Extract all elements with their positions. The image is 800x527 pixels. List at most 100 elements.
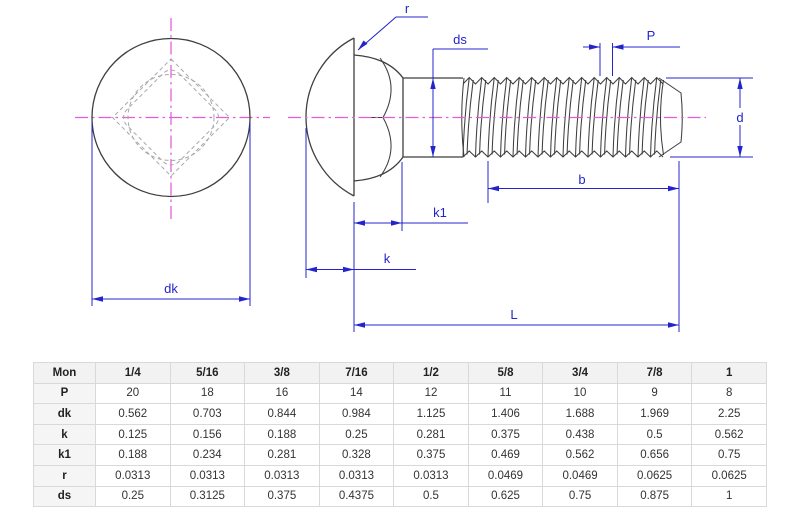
table-cell: 0.375	[467, 423, 544, 446]
table-cell: 0.281	[393, 423, 469, 446]
tip-last-thread	[660, 79, 665, 156]
table-cell: 0.188	[95, 444, 171, 466]
table-cell: 0.656	[616, 444, 693, 466]
table-cell: 0.625	[467, 485, 544, 508]
arrowhead	[589, 44, 600, 50]
table-cell: 0.25	[318, 423, 395, 446]
bolt-side-view: r ds P	[288, 1, 753, 332]
table-cell: 0.0313	[169, 464, 246, 487]
table-cell: 16	[244, 382, 320, 405]
neck-corner-arc-bottom	[379, 117, 392, 178]
table-cell: 0.562	[542, 444, 618, 466]
table-cell: 18	[169, 382, 246, 405]
l-dimension: L	[353, 161, 680, 332]
table-cell: 1.688	[542, 403, 618, 425]
head-front-view: dk	[75, 18, 270, 306]
arrowhead	[737, 78, 743, 89]
k-dimension: k	[305, 128, 416, 278]
square-neck-hidden-outline	[111, 58, 231, 177]
table-cell: 0.5	[393, 485, 469, 508]
r-dimension: r	[357, 1, 428, 51]
table-header-cell: 5/8	[467, 362, 544, 384]
table-cell: 0.5	[616, 423, 693, 446]
arrowhead	[92, 296, 103, 302]
table-cell: 0.0469	[467, 464, 544, 487]
table-header-cell: 3/4	[542, 362, 618, 384]
neck-corner-arc-top	[379, 57, 392, 118]
table-row-label: dk	[33, 403, 96, 425]
table-cell: 0.281	[244, 444, 320, 466]
table-cell: 0.0625	[691, 464, 767, 487]
arrowhead	[668, 185, 679, 192]
table-cell: 9	[616, 382, 693, 405]
arrowhead	[343, 266, 354, 273]
arrowhead	[488, 185, 499, 192]
table-cell: 0.0625	[616, 464, 693, 487]
b-label: b	[578, 172, 585, 187]
arrowhead	[354, 322, 365, 328]
table-cell: 1.125	[393, 403, 469, 425]
table-cell: 0.0313	[244, 464, 320, 487]
table-cell: 1.406	[467, 403, 544, 425]
table-cell: 0.125	[95, 423, 171, 446]
k1-label: k1	[433, 205, 447, 220]
table-cell: 2.25	[691, 403, 767, 425]
thread-crest-top	[462, 76, 664, 85]
table-cell: 0.156	[169, 423, 246, 446]
table-cell: 14	[318, 382, 395, 405]
table-cell: 0.328	[318, 444, 395, 466]
arrowhead	[430, 146, 436, 157]
table-row-label: k	[33, 423, 96, 446]
table-header-cell: 7/16	[318, 362, 395, 384]
table-cell: 0.0313	[393, 464, 469, 487]
table-row-label: k1	[33, 444, 96, 466]
b-dimension: b	[487, 161, 679, 203]
table-header-cell: 3/8	[244, 362, 320, 384]
p-label: P	[647, 28, 656, 43]
l-label: L	[510, 307, 517, 322]
thread-flanks	[462, 77, 662, 158]
shank-hidden-circle	[127, 74, 215, 161]
d-label-mask	[732, 108, 748, 125]
dk-label: dk	[164, 281, 178, 296]
table-cell: 0.375	[244, 485, 320, 508]
table-cell: 1.969	[616, 403, 693, 425]
table-cell: 0.703	[169, 403, 246, 425]
ds-dimension: ds	[430, 32, 488, 157]
table-cell: 0.75	[691, 444, 767, 466]
table-header-cell: 1	[691, 362, 767, 384]
table-cell: 1	[691, 485, 767, 508]
table-cell: 0.75	[542, 485, 618, 508]
table-cell: 0.188	[244, 423, 320, 446]
d-label: d	[736, 110, 743, 125]
table-cell: 0.562	[95, 403, 171, 425]
table-row-label: r	[33, 464, 96, 487]
neck-bottom-edge	[353, 156, 404, 182]
table-row-label: P	[33, 382, 96, 405]
head-circle	[91, 37, 251, 198]
table-cell: 0.4375	[318, 485, 395, 508]
neck-top-edge	[353, 54, 404, 79]
arrowhead	[391, 220, 402, 226]
table-cell: 10	[542, 382, 618, 405]
table-cell: 0.0469	[542, 464, 618, 487]
table-cell: 0.25	[95, 485, 171, 508]
table-cell: 0.3125	[169, 485, 246, 508]
table-cell: 11	[467, 382, 544, 405]
arrowhead	[668, 322, 679, 328]
table-cell: 0.438	[542, 423, 618, 446]
table-header-cell: Mon	[33, 362, 96, 384]
dk-dimension: dk	[91, 122, 251, 306]
k-label: k	[384, 251, 391, 266]
arrowhead	[306, 266, 317, 273]
table-cell: 0.0313	[95, 464, 171, 487]
table-cell: 0.984	[318, 403, 395, 425]
